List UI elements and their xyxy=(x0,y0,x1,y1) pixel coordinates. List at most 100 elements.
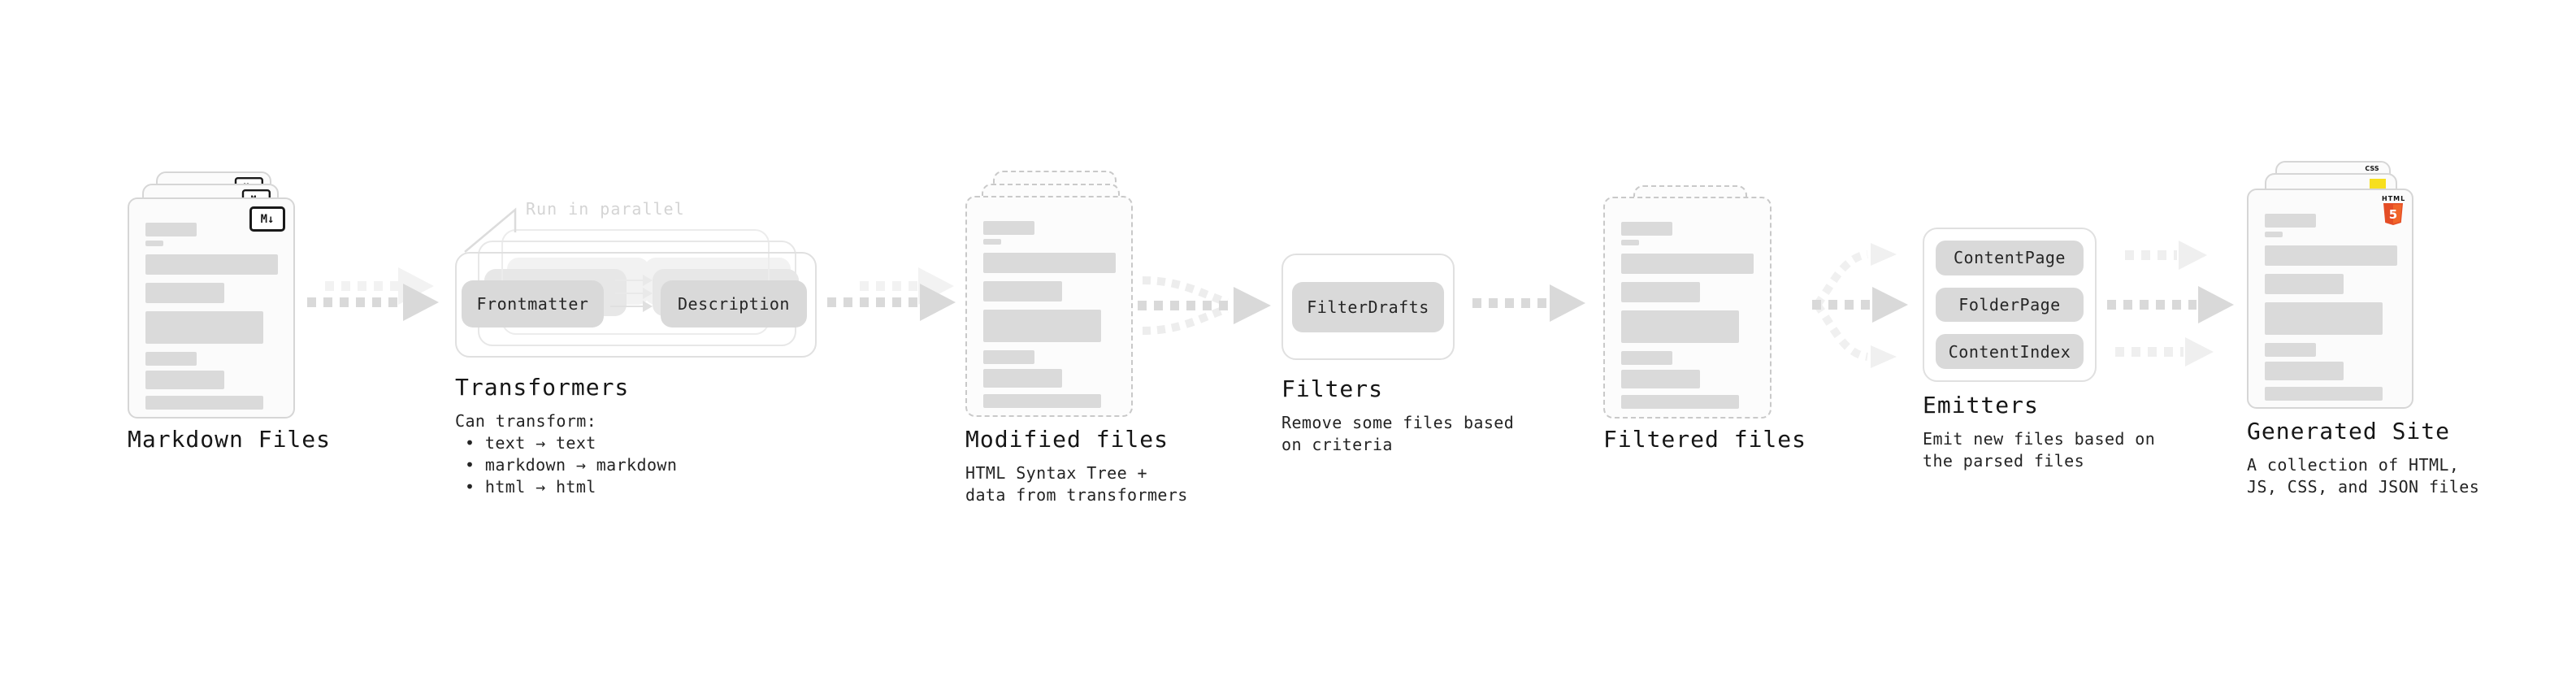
markdown-file-card: M↓ xyxy=(128,197,295,419)
placeholder-bar xyxy=(1621,395,1739,409)
arrow-dash xyxy=(2107,300,2197,310)
emitters-desc: the parsed files xyxy=(1923,451,2085,471)
transformers-heading: Transformers xyxy=(455,374,630,401)
css-icon-label: CSS xyxy=(2365,165,2379,172)
placeholder-bar xyxy=(2265,302,2383,335)
document-placeholder-lines xyxy=(1621,222,1754,409)
modified-files-desc: data from transformers xyxy=(965,485,1188,505)
arrow-head-ghost xyxy=(2185,337,2214,367)
filters-desc: on criteria xyxy=(1281,435,1393,454)
generated-site-desc: JS, CSS, and JSON files xyxy=(2247,477,2480,497)
arrow-head-icon xyxy=(1550,284,1585,322)
placeholder-bar xyxy=(145,371,224,389)
html5-icon-label: HTML xyxy=(2382,195,2406,202)
placeholder-bar xyxy=(145,283,224,303)
transformer-pill-description: Description xyxy=(661,280,807,327)
transformers-bullet: • markdown → markdown xyxy=(465,455,678,475)
placeholder-bar xyxy=(1621,310,1739,343)
modified-files-desc: HTML Syntax Tree + xyxy=(965,463,1147,483)
arrow-head-icon xyxy=(920,284,956,321)
emitter-pill-folderpage: FolderPage xyxy=(1936,287,2084,323)
placeholder-bar xyxy=(2265,214,2316,228)
arrow-head-icon xyxy=(2198,286,2234,323)
placeholder-bar xyxy=(2265,245,2397,266)
placeholder-bar xyxy=(983,310,1101,342)
placeholder-bar xyxy=(1621,240,1639,245)
site-file-card-html: HTML 5 xyxy=(2247,189,2413,409)
placeholder-bar xyxy=(983,221,1034,235)
placeholder-bar xyxy=(983,253,1116,273)
note-leader-line xyxy=(464,207,517,253)
document-placeholder-lines xyxy=(983,221,1116,408)
flow-arrows-emitters-to-site xyxy=(2107,236,2245,378)
filters-heading: Filters xyxy=(1281,375,1384,402)
flow-arrow-diverge-to-emitters xyxy=(1812,243,1908,368)
placeholder-bar xyxy=(983,369,1062,388)
placeholder-bar xyxy=(145,241,163,246)
markdown-files-label: Markdown Files xyxy=(128,426,332,453)
arrow-dash xyxy=(307,297,403,307)
placeholder-bar xyxy=(145,223,197,236)
arrow-dash xyxy=(827,297,920,307)
emitters-heading: Emitters xyxy=(1923,392,2039,419)
html5-icon: HTML 5 xyxy=(2382,195,2405,229)
placeholder-bar xyxy=(2265,343,2316,357)
flow-arrow-markdown-to-transformers xyxy=(307,267,445,341)
arrow-dash-ghost xyxy=(860,281,926,291)
mini-arrow-head xyxy=(643,275,653,286)
transformers-bullet: • text → text xyxy=(465,433,596,453)
transformers-box xyxy=(455,252,817,358)
markdown-file-icon: M↓ xyxy=(249,206,285,232)
filter-pill-filterdrafts: FilterDrafts xyxy=(1292,281,1444,332)
emitters-box: ContentPage FolderPage ContentIndex xyxy=(1923,228,2097,382)
js-file-icon xyxy=(2370,179,2386,190)
placeholder-bar xyxy=(2265,232,2283,237)
document-placeholder-lines xyxy=(145,223,278,410)
placeholder-bar xyxy=(1621,351,1672,365)
svg-text:5: 5 xyxy=(2389,207,2397,222)
flow-arrow-filters-to-filtered xyxy=(1472,284,1594,323)
placeholder-bar xyxy=(2265,362,2344,380)
parallel-arrows-icon xyxy=(610,275,659,317)
document-placeholder-lines xyxy=(2265,214,2397,401)
placeholder-bar xyxy=(145,311,263,344)
mini-arrow-head xyxy=(643,288,653,299)
placeholder-bar xyxy=(145,254,278,275)
placeholder-bar xyxy=(145,396,263,410)
placeholder-bar xyxy=(983,281,1062,301)
arrow-head-icon xyxy=(403,284,439,321)
placeholder-bar xyxy=(983,239,1001,245)
arrow-dash-ghost xyxy=(325,281,400,291)
filtered-file-card xyxy=(1603,197,1772,419)
transformers-bullet: • html → html xyxy=(465,477,596,497)
placeholder-bar xyxy=(1621,370,1700,388)
transformers-desc-title: Can transform: xyxy=(455,411,597,431)
arrow-head-ghost xyxy=(2179,241,2207,270)
mini-arrow-line xyxy=(610,306,643,307)
emitter-pill-contentpage: ContentPage xyxy=(1936,241,2084,275)
arrow-dash xyxy=(1472,298,1549,308)
html5-shield: 5 xyxy=(2383,202,2403,225)
placeholder-bar xyxy=(983,350,1034,364)
placeholder-bar xyxy=(2265,274,2344,294)
emitters-desc: Emit new files based on xyxy=(1923,429,2156,449)
mini-arrow-line xyxy=(615,280,643,281)
filtered-files-label: Filtered files xyxy=(1603,426,1807,453)
generated-site-desc: A collection of HTML, xyxy=(2247,455,2460,475)
arrow-dash-ghost xyxy=(2125,250,2177,260)
placeholder-bar xyxy=(1621,254,1754,274)
placeholder-bar xyxy=(983,394,1101,408)
mini-arrow-head xyxy=(643,301,653,312)
flow-arrow-transformers-to-modified xyxy=(827,267,965,341)
placeholder-bar xyxy=(145,352,197,366)
placeholder-bar xyxy=(2265,387,2383,401)
filters-box: FilterDrafts xyxy=(1281,254,1455,360)
generated-site-heading: Generated Site xyxy=(2247,418,2451,445)
placeholder-bar xyxy=(1621,222,1672,236)
filters-desc: Remove some files based xyxy=(1281,413,1515,432)
modified-files-heading: Modified files xyxy=(965,426,1169,453)
run-in-parallel-note: Run in parallel xyxy=(526,199,685,219)
transformer-pill-frontmatter: Frontmatter xyxy=(462,280,604,327)
modified-file-card xyxy=(965,196,1133,417)
